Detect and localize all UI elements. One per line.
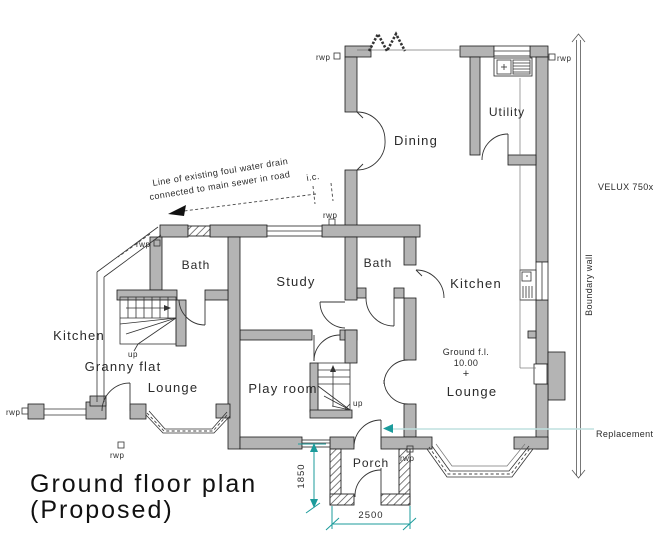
room-label-porch: Porch [353,456,389,470]
utility-sink-symbol [493,57,533,77]
svg-text:rwp: rwp [136,240,150,249]
svg-text:rwp: rwp [316,53,330,62]
windows [44,45,549,448]
porch-dimensions: 1850 2500 [296,443,417,531]
main-stairs [317,362,351,411]
rwp-marker: rwp [548,53,571,63]
stair-up-label-granny: up [128,350,138,359]
porch-width-dimension: 2500 [358,510,383,521]
velux-label: VELUX 750x [598,182,654,192]
porch-walls [329,448,411,506]
ground-level-value: 10.00 [454,358,479,368]
room-label-lounge-granny: Lounge [148,380,199,395]
entrance-door-arrow [383,424,393,433]
ground-level-marker: + [463,368,469,380]
room-label-bath-main: Bath [364,256,393,270]
porch-depth-dimension: 1850 [296,463,307,488]
room-label-bath-granny: Bath [182,258,211,272]
svg-text:rwp: rwp [400,454,414,463]
room-label-lounge-main: Lounge [447,384,498,399]
room-label-kitchen-granny: Kitchen [53,328,105,343]
rwp-marker: rwp [6,407,29,417]
bay-windows [145,225,534,478]
kitchen-sink-symbol [519,269,537,301]
fixtures [493,57,537,369]
drain-annotation: Line of existing foul water drain connec… [149,156,334,216]
rwp-marker: rwp [400,445,414,463]
wall-break-symbol [357,31,460,54]
rwp-marker: rwp [323,211,337,226]
plan-title-line1: Ground floor plan [30,470,257,498]
inspection-chamber-label: i.c. [306,171,321,183]
rwp-markers: rwp rwp rwp rwp rwp rwp rwp [6,52,571,463]
room-label-utility: Utility [489,105,525,119]
svg-text:rwp: rwp [557,54,571,63]
room-label-dining: Dining [394,133,438,148]
room-labels: Dining Utility Kitchen Lounge Bath Study… [53,105,525,470]
svg-text:rwp: rwp [110,451,124,460]
stair-up-label-main: up [353,399,363,408]
rwp-marker: rwp [110,441,125,460]
room-label-kitchen-main: Kitchen [450,276,502,291]
boundary-dimension: Boundary wall VELUX 750x Replacement [383,33,654,479]
boundary-wall-label: Boundary wall [584,254,594,316]
title-block: Ground floor plan (Proposed) [30,470,257,524]
room-label-study: Study [276,274,315,289]
room-label-granny-flat: Granny flat [85,359,162,374]
rwp-marker: rwp [136,239,161,249]
ground-level-label: Ground f.l. [443,347,489,357]
rwp-marker: rwp [316,52,341,62]
plan-title-line2: (Proposed) [30,496,174,524]
svg-text:rwp: rwp [6,408,20,417]
doors [101,111,509,448]
walls [27,45,566,450]
replacement-label: Replacement [596,429,654,439]
granny-stairs [119,296,177,352]
room-label-play-room: Play room [248,381,317,396]
svg-text:rwp: rwp [323,211,337,220]
